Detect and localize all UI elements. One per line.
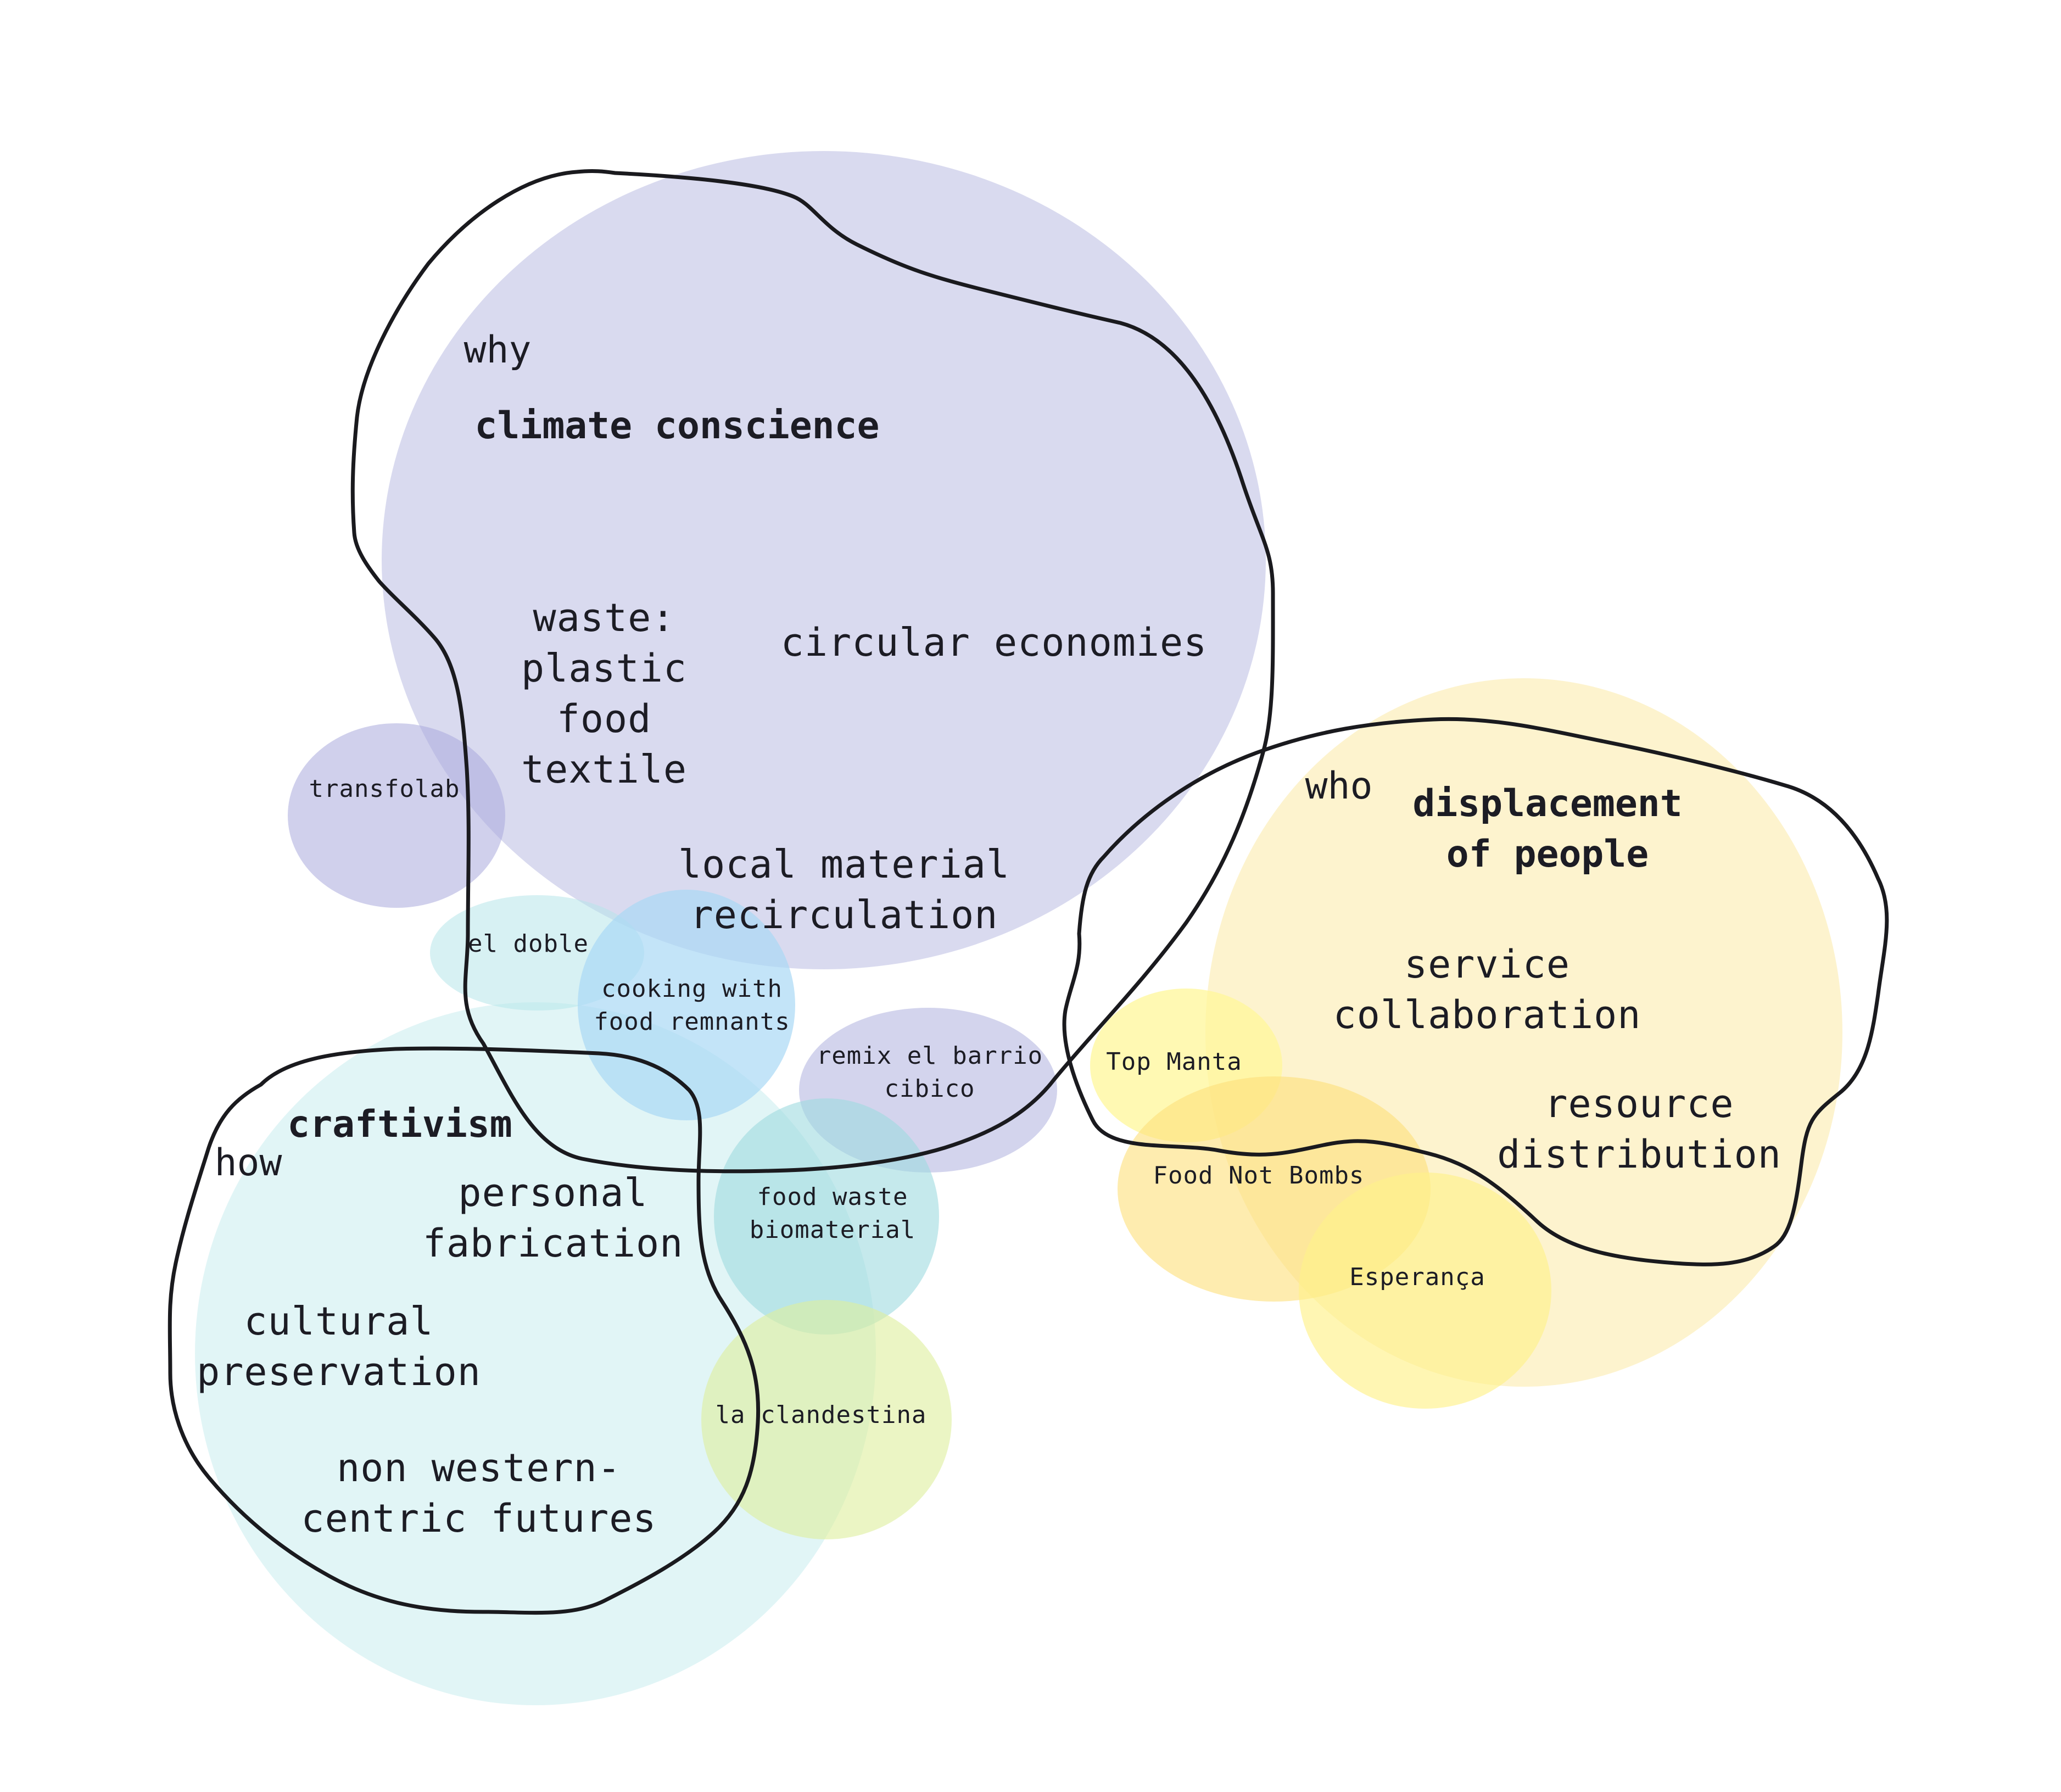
theme-personal-fabrication: personal fabrication: [422, 1170, 684, 1266]
theme-circular-economies: circular economies: [780, 620, 1208, 665]
project-esperanca: Esperança: [1349, 1263, 1485, 1291]
project-top-manta: Top Manta: [1106, 1048, 1242, 1076]
transfolab-bubble: [288, 723, 505, 908]
clandestina-bubble: [701, 1300, 952, 1539]
why-label: why: [463, 328, 532, 372]
project-la-clandestina: la clandestina: [715, 1401, 927, 1429]
project-transfolab: transfolab: [309, 775, 460, 803]
cooking-bubble: [578, 890, 795, 1120]
outline-how-loop: [167, 1046, 761, 1615]
outline-why-loop: [350, 169, 1275, 1174]
craftivism-circle: [195, 1002, 876, 1705]
theme-service-collaboration: service collaboration: [1333, 942, 1641, 1037]
theme-non-western-centric-futures: non western- centric futures: [301, 1445, 657, 1541]
theme-resource-distribution: resource distribution: [1497, 1081, 1781, 1177]
project-food-not-bombs: Food Not Bombs: [1153, 1162, 1365, 1190]
how-label: how: [214, 1141, 282, 1185]
project-cooking-with-food-remnants: cooking with food remnants: [594, 975, 790, 1036]
climate-conscience-title: climate conscience: [474, 404, 880, 448]
outline-who-loop: [1062, 717, 1889, 1266]
biomaterial-bubble: [714, 1098, 939, 1335]
project-food-waste-biomaterial: food waste biomaterial: [749, 1183, 916, 1244]
theme-cultural-preservation: cultural preservation: [197, 1299, 481, 1394]
climate-circle: [382, 151, 1266, 969]
displacement-title: displacement of people: [1412, 782, 1683, 876]
project-el-doble: el doble: [468, 930, 589, 958]
who-label: who: [1305, 764, 1373, 808]
craftivism-title: craftivism: [287, 1103, 512, 1146]
project-remix-el-barrio-cibico: remix el barrio cibico: [816, 1042, 1043, 1103]
theme-waste: waste: plastic food textile: [521, 595, 688, 792]
theme-local-material-recirculation: local material recirculation: [678, 842, 1010, 937]
esperanca-bubble: [1299, 1173, 1551, 1409]
